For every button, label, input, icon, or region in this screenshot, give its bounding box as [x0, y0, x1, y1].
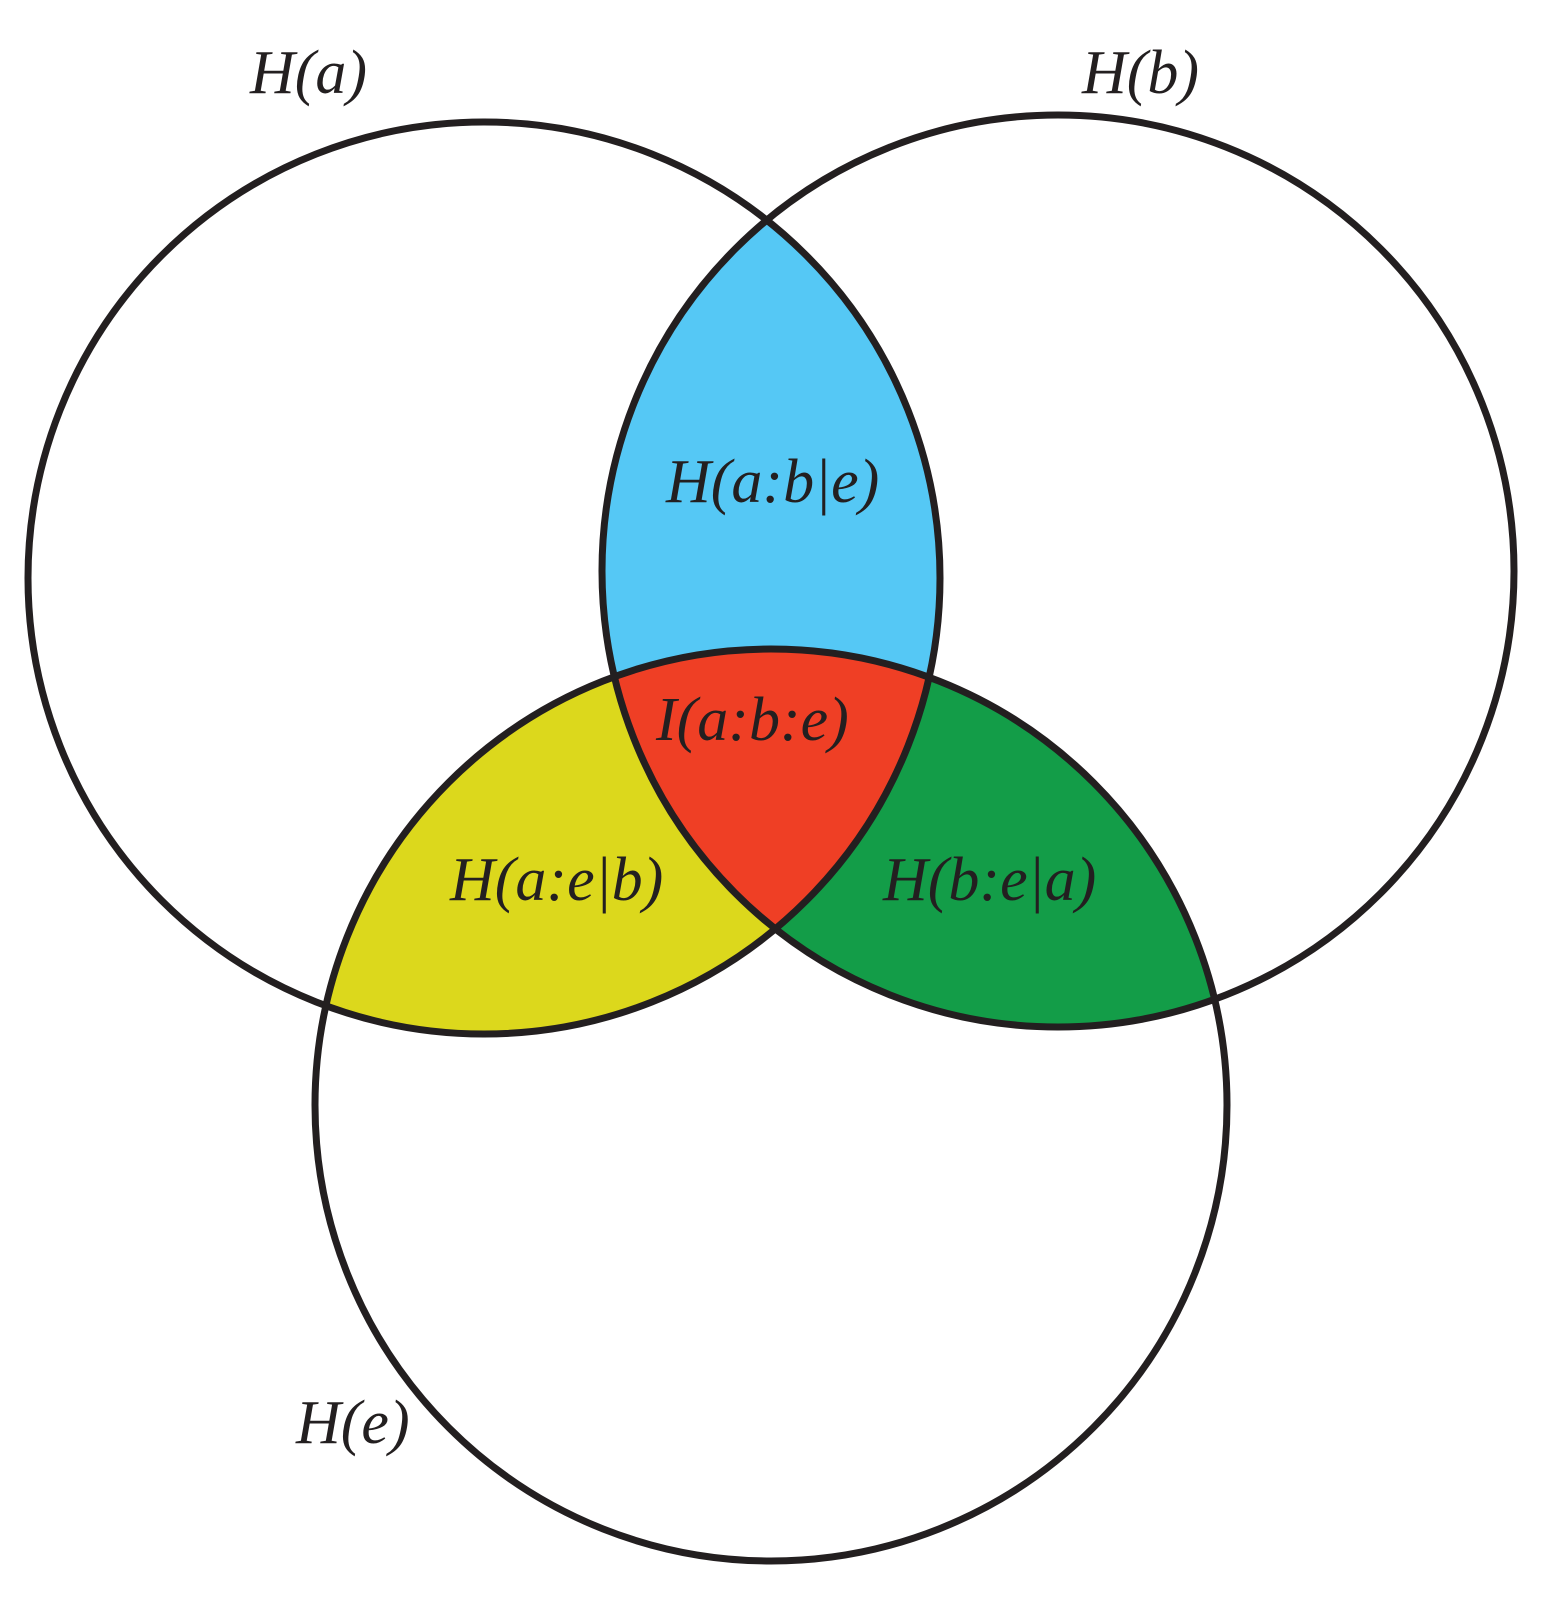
label-ab-given-e: H(a:b|e)	[665, 448, 879, 516]
label-be-given-a: H(b:e|a)	[882, 846, 1096, 914]
label-ae-given-b: H(a:e|b)	[449, 846, 663, 914]
label-set-b: H(b)	[1081, 39, 1199, 107]
label-set-a: H(a)	[249, 39, 367, 107]
circle-b	[598, 111, 1518, 1031]
region-ae-given-b	[315, 649, 940, 1034]
circle-a	[24, 118, 944, 1038]
label-abe: I(a:b:e)	[655, 686, 849, 754]
region-be-given-a	[602, 649, 1227, 1027]
label-set-e: H(e)	[295, 1389, 410, 1457]
circle-e	[311, 645, 1231, 1565]
